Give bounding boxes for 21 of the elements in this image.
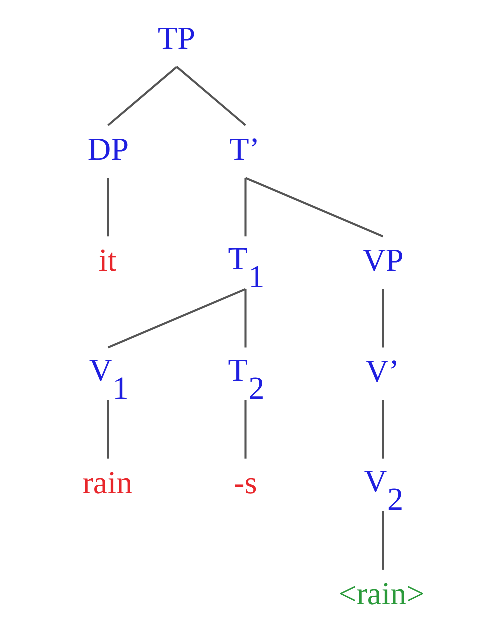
connector — [382, 400, 384, 459]
connector — [244, 178, 246, 237]
connector — [382, 511, 384, 570]
connector — [382, 289, 384, 348]
node-text: rain — [82, 464, 132, 500]
connector — [106, 178, 109, 237]
connector — [107, 66, 178, 126]
node-text: it — [98, 242, 116, 278]
node-text: V’ — [365, 353, 400, 390]
node-text: <rain> — [338, 575, 424, 612]
node-text: VP — [362, 242, 404, 278]
connector — [106, 400, 109, 459]
connector — [176, 66, 246, 126]
node-text: T’ — [229, 131, 260, 168]
connector — [244, 177, 384, 238]
node-text: DP — [87, 131, 128, 168]
node-text: TP — [158, 20, 196, 56]
connector — [244, 400, 246, 459]
connector — [244, 289, 246, 348]
connector — [107, 288, 246, 349]
node-text: -s — [234, 464, 257, 500]
